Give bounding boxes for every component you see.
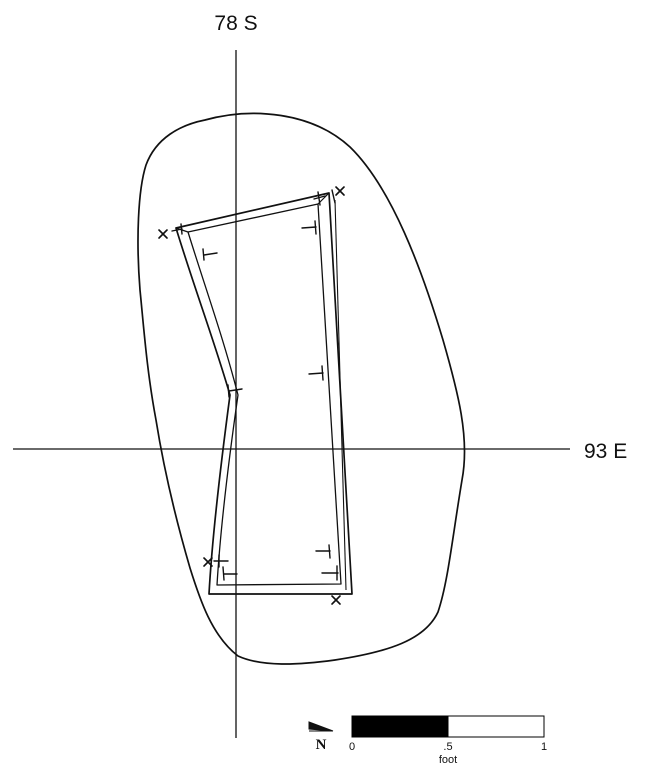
nail-marker	[315, 544, 331, 559]
nail-marker	[213, 554, 229, 568]
nail-marker	[202, 248, 218, 261]
scale-tick-label-half: .5	[443, 741, 452, 753]
nail-marker	[308, 365, 324, 381]
corner-marker-x	[335, 186, 345, 196]
scale-tick-label-1: 1	[541, 741, 547, 753]
horizontal-axis-label: 93 E	[584, 440, 627, 463]
coffin-outline	[175, 192, 353, 595]
scale-bar: 0 .5 1 foot	[349, 715, 547, 766]
scale-bar-empty-segment	[447, 715, 545, 738]
coffin-inner-edge	[187, 203, 342, 586]
coffin-side-seam	[334, 199, 347, 591]
vertical-axis-label: 78 S	[214, 12, 257, 35]
nail-marker	[331, 189, 336, 204]
nail-marker	[227, 384, 243, 398]
nail-markers	[171, 189, 339, 581]
corner-marker-x	[203, 557, 213, 567]
nail-marker	[171, 223, 183, 235]
corner-marker-x	[158, 229, 168, 239]
reference-axes	[13, 50, 570, 738]
north-arrow-letter: N	[316, 737, 327, 753]
coffin-outer-edge	[175, 192, 353, 595]
corner-markers	[158, 186, 345, 605]
pit-outline	[137, 112, 466, 665]
scale-tick-label-0: 0	[349, 741, 355, 753]
nail-marker	[313, 191, 326, 206]
scale-unit-label: foot	[439, 754, 457, 766]
nail-marker	[321, 565, 339, 581]
corner-marker-x	[331, 595, 341, 605]
scale-bar-filled-segment	[351, 715, 449, 738]
nail-marker	[301, 220, 317, 235]
nail-marker	[222, 566, 238, 581]
north-arrow-icon: N	[308, 721, 334, 753]
